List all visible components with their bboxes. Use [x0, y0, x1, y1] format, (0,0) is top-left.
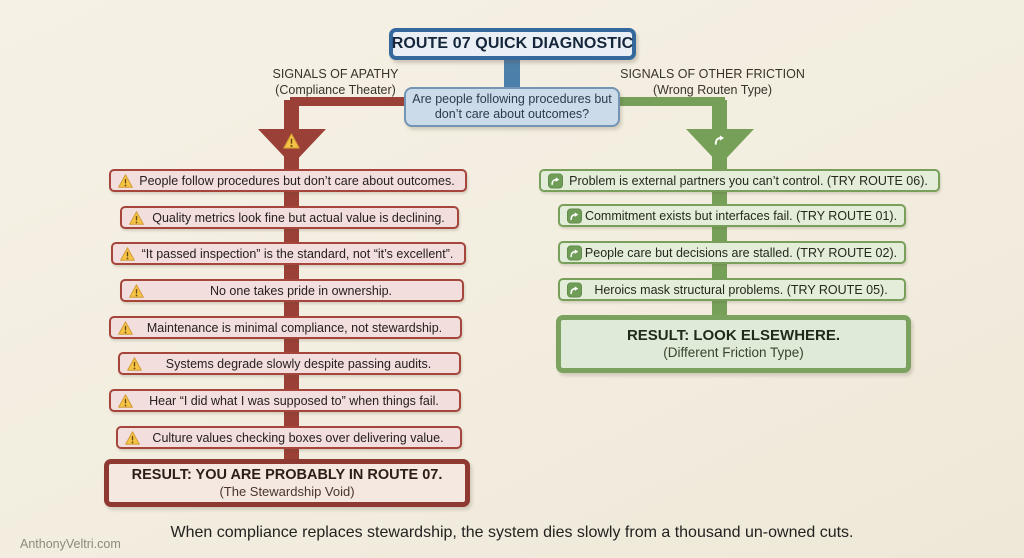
right-result-box: RESULT: LOOK ELSEWHERE. (Different Frict… [556, 315, 911, 373]
apathy-signal-text: Maintenance is minimal compliance, not s… [146, 320, 443, 335]
warning-icon [118, 173, 133, 188]
apathy-signal-item: Culture values checking boxes over deliv… [116, 426, 462, 449]
footer-tagline: When compliance replaces stewardship, th… [170, 524, 854, 541]
left-branch-label-line2: (Compliance Theater) [275, 83, 396, 98]
redirect-icon [567, 282, 582, 297]
diagnostic-question: Are people following procedures but don’… [404, 87, 620, 127]
friction-signal-item: Heroics mask structural problems. (TRY R… [558, 278, 906, 301]
redirect-icon [712, 132, 727, 152]
right-branch-label-line1: SIGNALS OF OTHER FRICTION [620, 67, 805, 81]
left-result-box: RESULT: YOU ARE PROBABLY IN ROUTE 07. (T… [104, 459, 470, 507]
warning-icon [129, 283, 144, 298]
left-result-line1: RESULT: YOU ARE PROBABLY IN ROUTE 07. [131, 467, 443, 484]
page-title: ROUTE 07 QUICK DIAGNOSTIC [389, 28, 636, 60]
friction-signal-text: Problem is external partners you can’t c… [569, 173, 928, 188]
warning-icon [120, 246, 135, 261]
apathy-signal-item: Maintenance is minimal compliance, not s… [109, 316, 462, 339]
apathy-signal-item: Systems degrade slowly despite passing a… [118, 352, 461, 375]
apathy-signal-text: “It passed inspection” is the standard, … [141, 246, 454, 261]
apathy-signal-text: People follow procedures but don’t care … [139, 173, 455, 188]
warning-icon [125, 430, 140, 445]
watermark: AnthonyVeltri.com [20, 537, 121, 551]
apathy-signal-item: No one takes pride in ownership. [120, 279, 464, 302]
friction-signal-item: People care but decisions are stalled. (… [558, 241, 906, 264]
connector-title-to-question [504, 58, 520, 91]
right-branch-label: SIGNALS OF OTHER FRICTION (Wrong Routen … [615, 66, 810, 99]
warning-icon [129, 210, 144, 225]
left-result-line2: (The Stewardship Void) [219, 484, 355, 500]
friction-signal-item: Commitment exists but interfaces fail. (… [558, 204, 906, 227]
left-branch-label-line1: SIGNALS OF APATHY [272, 67, 399, 81]
apathy-signal-text: No one takes pride in ownership. [209, 283, 393, 298]
redirect-icon [567, 208, 582, 223]
warning-icon [127, 356, 142, 371]
redirect-icon [567, 245, 582, 260]
apathy-signal-item: Hear “I did what I was supposed to” when… [109, 389, 461, 412]
friction-signal-text: People care but decisions are stalled. (… [584, 245, 898, 260]
apathy-signal-text: Quality metrics look fine but actual val… [152, 210, 445, 225]
connector-right-branch [595, 97, 725, 106]
apathy-signal-text: Hear “I did what I was supposed to” when… [149, 393, 439, 408]
connector-left-branch [290, 97, 440, 106]
warning-icon [118, 320, 133, 335]
apathy-signal-text: Systems degrade slowly despite passing a… [165, 356, 432, 371]
warning-icon [118, 393, 133, 408]
apathy-signal-item: People follow procedures but don’t care … [109, 169, 467, 192]
friction-signal-text: Commitment exists but interfaces fail. (… [584, 208, 898, 223]
right-arrowhead [686, 129, 754, 165]
left-branch-label: SIGNALS OF APATHY (Compliance Theater) [238, 66, 433, 99]
right-result-line2: (Different Friction Type) [663, 345, 804, 361]
redirect-icon [548, 173, 563, 188]
apathy-signal-text: Culture values checking boxes over deliv… [152, 430, 444, 445]
right-result-line1: RESULT: LOOK ELSEWHERE. [626, 326, 841, 344]
friction-signal-text: Heroics mask structural problems. (TRY R… [594, 282, 888, 297]
right-branch-label-line2: (Wrong Routen Type) [652, 83, 773, 98]
warning-icon [283, 133, 300, 154]
apathy-signal-item: Quality metrics look fine but actual val… [120, 206, 459, 229]
friction-signal-item: Problem is external partners you can’t c… [539, 169, 940, 192]
apathy-signal-item: “It passed inspection” is the standard, … [111, 242, 466, 265]
